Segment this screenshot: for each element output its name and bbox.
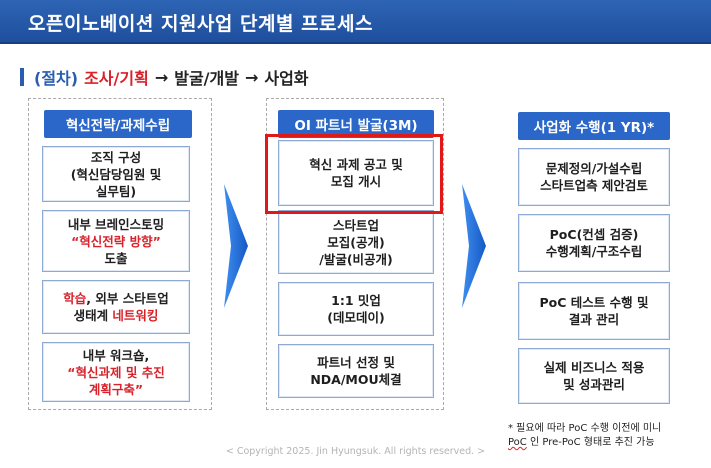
step-card-line: 스타트업측 제안검토 bbox=[540, 178, 648, 193]
column-3-header: 사업화 수행(1 YR)* bbox=[518, 112, 670, 140]
step-card: 파트너 선정 및 NDA/MOU체결 bbox=[278, 344, 434, 398]
step-card: 내부 워크숍, “혁신과제 및 추진 계획구축” bbox=[42, 342, 190, 402]
column-2-frame bbox=[266, 98, 444, 410]
step-card-line: 혁신 과제 공고 및 bbox=[309, 157, 403, 172]
step-card-line: 결과 관리 bbox=[568, 312, 620, 327]
footnote: * 필요에 따라 PoC 수행 이전에 미니 PoC 인 Pre-PoC 형태로… bbox=[508, 422, 661, 450]
subtitle-marker bbox=[20, 68, 24, 86]
step-card-line: 및 성과관리 bbox=[563, 377, 625, 392]
step-card-line: /발굴(비공개) bbox=[319, 251, 393, 267]
footnote-line-2-rest: 인 Pre-PoC 형태로 추진 가능 bbox=[526, 437, 655, 448]
subtitle-arrow-1: → bbox=[154, 67, 169, 87]
copyright-text: < Copyright 2025. Jin Hyungsuk. All righ… bbox=[225, 446, 486, 457]
step-card-line: 실무팀) bbox=[95, 183, 137, 199]
chevron-right-icon bbox=[462, 184, 486, 308]
step-card-line: 학습, 외부 스타트업 bbox=[63, 290, 168, 307]
step-card-line: 모집(공개) bbox=[327, 234, 385, 250]
column-1-header: 혁신전략/과제수립 bbox=[44, 110, 192, 138]
step-card-line: 내부 워크숍, bbox=[82, 347, 150, 363]
step-card-line: 수행계획/구조수립 bbox=[545, 244, 643, 259]
footnote-line-2: PoC 인 Pre-PoC 형태로 추진 가능 bbox=[508, 436, 661, 450]
step-card: 1:1 밋업 (데모데이) bbox=[278, 282, 434, 336]
step-card: 혁신 과제 공고 및 모집 개시 bbox=[278, 140, 434, 206]
step-card: 실제 비즈니스 적용 및 성과관리 bbox=[518, 348, 670, 404]
step-card-line: “혁신전략 방향” bbox=[71, 233, 161, 249]
step-card-line: PoC 테스트 수행 및 bbox=[539, 295, 649, 310]
highlight-frame bbox=[265, 134, 443, 214]
step-card-line: 모집 개시 bbox=[330, 174, 382, 189]
step-card-line: PoC(컨셉 검증) bbox=[549, 227, 639, 242]
title-bar: 오픈이노베이션 지원사업 단계별 프로세스 bbox=[0, 0, 711, 44]
learning-rest: , 외부 스타트업 bbox=[86, 291, 169, 306]
subtitle-step-discovery: 발굴/개발 bbox=[174, 69, 239, 88]
column-2-header: OI 파트너 발굴(3M) bbox=[278, 110, 434, 138]
footnote-line-1: * 필요에 따라 PoC 수행 이전에 미니 bbox=[508, 423, 662, 434]
step-card: 조직 구성 (혁신담당임원 및 실무팀) bbox=[42, 146, 190, 202]
step-card-line: 실제 비즈니스 적용 bbox=[543, 360, 645, 375]
step-card-line: 문제정의/가설수립 bbox=[545, 161, 643, 176]
step-card-line: 조직 구성 bbox=[90, 149, 142, 165]
step-card-line: (데모데이) bbox=[327, 310, 385, 325]
step-card: 내부 브레인스토밍 “혁신전략 방향” 도출 bbox=[42, 210, 190, 272]
step-card: PoC 테스트 수행 및 결과 관리 bbox=[518, 282, 670, 340]
column-1-frame bbox=[28, 98, 212, 410]
step-card-line: 파트너 선정 및 bbox=[317, 355, 395, 370]
step-card-line: 내부 브레인스토밍 bbox=[67, 216, 165, 232]
ecosystem-text: 생태계 bbox=[73, 308, 113, 323]
subtitle-step-research: 조사/기획 bbox=[84, 69, 149, 88]
step-card: 학습, 외부 스타트업 생태계 네트워킹 bbox=[42, 280, 190, 334]
step-card-line: 계획구축” bbox=[88, 381, 144, 397]
step-card: 문제정의/가설수립 스타트업측 제안검토 bbox=[518, 148, 670, 206]
step-card-line: NDA/MOU체결 bbox=[310, 372, 402, 387]
learning-emphasis: 학습 bbox=[63, 291, 87, 306]
step-card-line: (혁신담당임원 및 bbox=[70, 166, 162, 182]
step-card-line: 1:1 밋업 bbox=[331, 293, 381, 308]
step-card-line: 스타트업 bbox=[332, 217, 379, 233]
page-title: 오픈이노베이션 지원사업 단계별 프로세스 bbox=[28, 13, 373, 35]
chevron-right-icon bbox=[224, 184, 248, 308]
subtitle-paren: (절차) bbox=[34, 69, 79, 88]
process-subtitle: (절차) 조사/기획 → 발굴/개발 → 사업화 bbox=[20, 66, 309, 88]
step-card-line: 생태계 네트워킹 bbox=[74, 307, 159, 324]
step-card: PoC(컨셉 검증) 수행계획/구조수립 bbox=[518, 214, 670, 272]
step-card-line: “혁신과제 및 추진 bbox=[67, 364, 165, 380]
footnote-poc-term: PoC bbox=[508, 437, 527, 448]
subtitle-arrow-2: → bbox=[244, 67, 259, 87]
subtitle-step-commercialization: 사업화 bbox=[264, 69, 309, 88]
step-card-line: 도출 bbox=[104, 250, 128, 266]
step-card: 스타트업 모집(공개) /발굴(비공개) bbox=[278, 210, 434, 274]
networking-emphasis: 네트워킹 bbox=[112, 308, 159, 323]
